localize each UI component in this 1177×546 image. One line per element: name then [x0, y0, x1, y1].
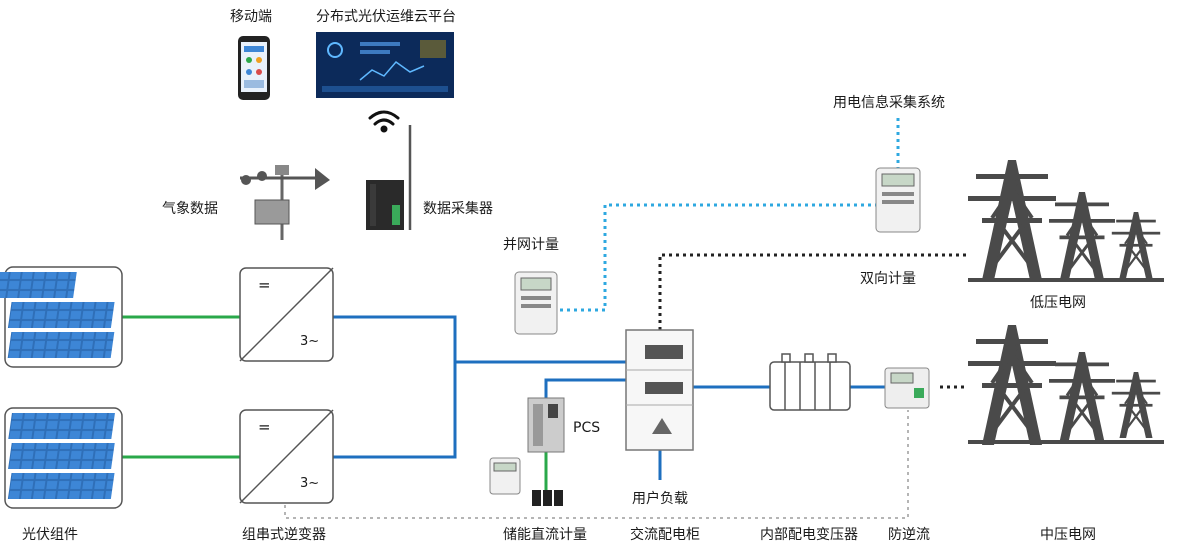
- anti-reverse-device-icon: [884, 367, 930, 409]
- inverter-bottom-ac-symbol: 3~: [300, 476, 320, 491]
- power-info-label: 用电信息采集系统: [833, 95, 945, 111]
- grid-meter-icon: [514, 271, 558, 335]
- inverter-label: 组串式逆变器: [242, 527, 326, 543]
- cloud-platform-screen: [316, 32, 454, 98]
- anti-reverse-label: 防逆流: [888, 527, 930, 543]
- weather-station-icon: [240, 165, 330, 240]
- mid-voltage-grid-towers: [966, 323, 1164, 447]
- mid-grid-label: 中压电网: [1040, 527, 1096, 543]
- cloud-platform-label: 分布式光伏运维云平台: [316, 9, 456, 25]
- pcs-label: PCS: [573, 420, 601, 436]
- low-grid-label: 低压电网: [1030, 295, 1086, 311]
- battery-icon: [532, 490, 563, 506]
- storage-meter-label: 储能直流计量: [503, 527, 587, 543]
- wifi-icon: [368, 110, 400, 133]
- inverter-top-dc-symbol: =: [258, 276, 271, 294]
- collector-label: 数据采集器: [423, 201, 493, 217]
- inverter-top: [239, 267, 334, 362]
- pcs-cabinet-icon: [527, 397, 565, 453]
- comm-dotted-lines: [284, 118, 968, 519]
- dc-lines: [122, 315, 548, 490]
- inverter-bottom-dc-symbol: =: [258, 418, 271, 436]
- low-voltage-grid-towers: [966, 158, 1164, 284]
- pv-panel-bottom: [4, 407, 123, 509]
- transformer-label: 内部配电变压器: [760, 527, 858, 543]
- bidirectional-label: 双向计量: [860, 271, 916, 287]
- user-load-label: 用户负载: [632, 491, 688, 507]
- pv-panel-top: [0, 266, 123, 368]
- mobile-label: 移动端: [230, 9, 272, 25]
- ac-lines: [333, 315, 885, 480]
- mobile-phone: [238, 36, 270, 100]
- inverter-top-ac-symbol: 3~: [300, 334, 320, 349]
- power-info-meter-icon: [875, 167, 921, 233]
- pv-label: 光伏组件: [22, 527, 78, 543]
- storage-dc-meter-icon: [489, 457, 521, 495]
- grid-meter-label: 并网计量: [503, 237, 559, 253]
- data-collector-icon: [366, 125, 412, 230]
- ac-cabinet-label: 交流配电柜: [630, 527, 700, 543]
- inverter-bottom: [239, 409, 334, 504]
- transformer-icon: [769, 353, 851, 411]
- weather-label: 气象数据: [162, 201, 218, 217]
- ac-cabinet-icon: [625, 329, 694, 451]
